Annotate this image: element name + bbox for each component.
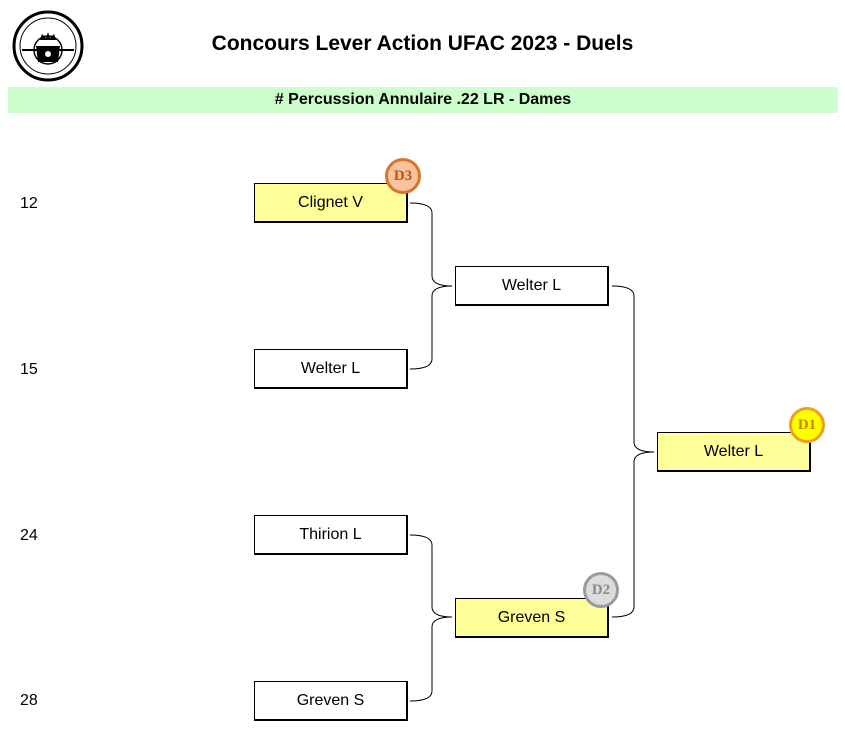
round1-slot-1: Clignet V <box>254 183 408 223</box>
seed-4: 28 <box>20 692 38 709</box>
round2-slot-1: Welter L <box>455 266 609 306</box>
bronze-medal-badge: D3 <box>385 158 421 194</box>
round1-slot-2: Welter L <box>254 349 408 389</box>
seed-3: 24 <box>20 527 38 544</box>
round1-slot-3: Thirion L <box>254 515 408 555</box>
category-banner: # Percussion Annulaire .22 LR - Dames <box>8 87 838 113</box>
final-slot: Welter L <box>657 432 811 472</box>
ufac-logo <box>12 10 84 82</box>
gold-medal-badge: D1 <box>789 407 825 443</box>
seed-1: 12 <box>20 195 38 212</box>
round1-slot-4: Greven S <box>254 681 408 721</box>
round2-slot-2: Greven S <box>455 598 609 638</box>
page-title: Concours Lever Action UFAC 2023 - Duels <box>211 32 634 55</box>
silver-medal-badge: D2 <box>583 572 619 608</box>
seed-2: 15 <box>20 361 38 378</box>
